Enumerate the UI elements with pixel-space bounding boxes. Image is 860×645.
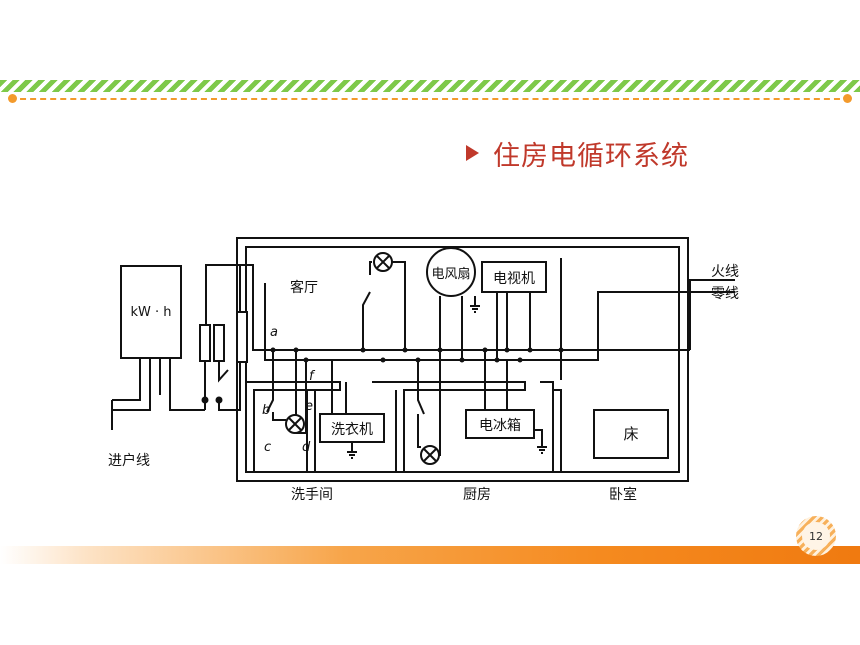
slide-title-text: 住房电循环系统 <box>493 140 689 172</box>
room-living-label: 客厅 <box>290 279 318 296</box>
slide-title: 住房电循环系统 <box>466 135 689 172</box>
incoming-line-label: 进户线 <box>108 452 150 469</box>
kitchen-lamp-wire <box>417 414 421 448</box>
neutral-wire-line <box>264 283 735 361</box>
living-lamp-cross <box>376 255 390 269</box>
tv-wires <box>496 292 531 360</box>
bed-label: 床 <box>623 425 638 443</box>
fridge-box <box>465 409 535 439</box>
kwh-meter-box <box>120 265 182 359</box>
kitchen-lamp-return <box>439 350 441 456</box>
page-number: 12 <box>802 522 830 550</box>
point-f-label: f <box>309 369 316 384</box>
footer-orange-band <box>0 546 860 564</box>
tv-label: 电视机 <box>493 271 535 287</box>
living-lamp-switch <box>362 291 371 350</box>
washroom-lamp-wire <box>272 412 286 421</box>
fridge-ground-icon <box>534 429 547 454</box>
washroom-top-wall <box>246 381 341 472</box>
fan-wires <box>439 296 463 360</box>
point-b-label: b <box>262 403 270 418</box>
bed-box <box>593 409 669 459</box>
neutral-wire-label: 零线 <box>711 286 739 302</box>
dashed-line-left-dot <box>8 94 17 103</box>
washer-box <box>319 413 385 443</box>
kwh-meter-label: kW · h <box>130 305 171 320</box>
fan-circle <box>426 247 476 297</box>
incoming-wires <box>112 358 205 411</box>
header-dashed-line <box>10 98 850 100</box>
main-switch <box>204 361 229 398</box>
point-d-label: d <box>302 440 311 455</box>
fridge-wires <box>484 350 508 410</box>
top-stripe-bar <box>0 80 860 92</box>
room-bedroom-label: 卧室 <box>609 486 637 503</box>
washer-label: 洗衣机 <box>331 422 373 438</box>
kitchen-top-wall <box>372 381 526 472</box>
fan-label: 电风扇 <box>431 266 470 282</box>
washroom-lamp-cross <box>288 417 302 431</box>
living-lamp-return <box>392 261 406 350</box>
washer-wires <box>331 360 347 414</box>
point-a-label: a <box>270 325 278 340</box>
washroom-lamp-return <box>295 350 307 434</box>
fuse-left <box>199 324 211 362</box>
washer-ground-icon <box>347 442 357 459</box>
living-lamp-wire <box>369 261 372 275</box>
point-e-label: e <box>305 399 313 414</box>
fan-ground-icon <box>470 296 480 313</box>
kitchen-switch <box>417 360 425 415</box>
switch-out-wires <box>204 362 241 411</box>
tv-box <box>481 261 547 293</box>
arrow-bullet-icon <box>466 145 479 161</box>
fridge-label: 电冰箱 <box>479 418 521 434</box>
bedroom-wall <box>540 381 562 472</box>
fuse-wire-top <box>205 264 254 325</box>
room-washroom-label: 洗手间 <box>291 487 333 503</box>
live-wire-line <box>252 279 735 351</box>
kitchen-lamp-cross <box>423 448 437 462</box>
page-number-badge: 12 <box>796 516 836 556</box>
washroom-switch <box>266 350 274 413</box>
point-c-label: c <box>264 440 271 455</box>
room-kitchen-label: 厨房 <box>463 487 491 503</box>
main-switch-box <box>236 311 248 363</box>
fuse-right <box>213 324 225 362</box>
dashed-line-right-dot <box>843 94 852 103</box>
live-wire-label: 火线 <box>711 264 739 280</box>
